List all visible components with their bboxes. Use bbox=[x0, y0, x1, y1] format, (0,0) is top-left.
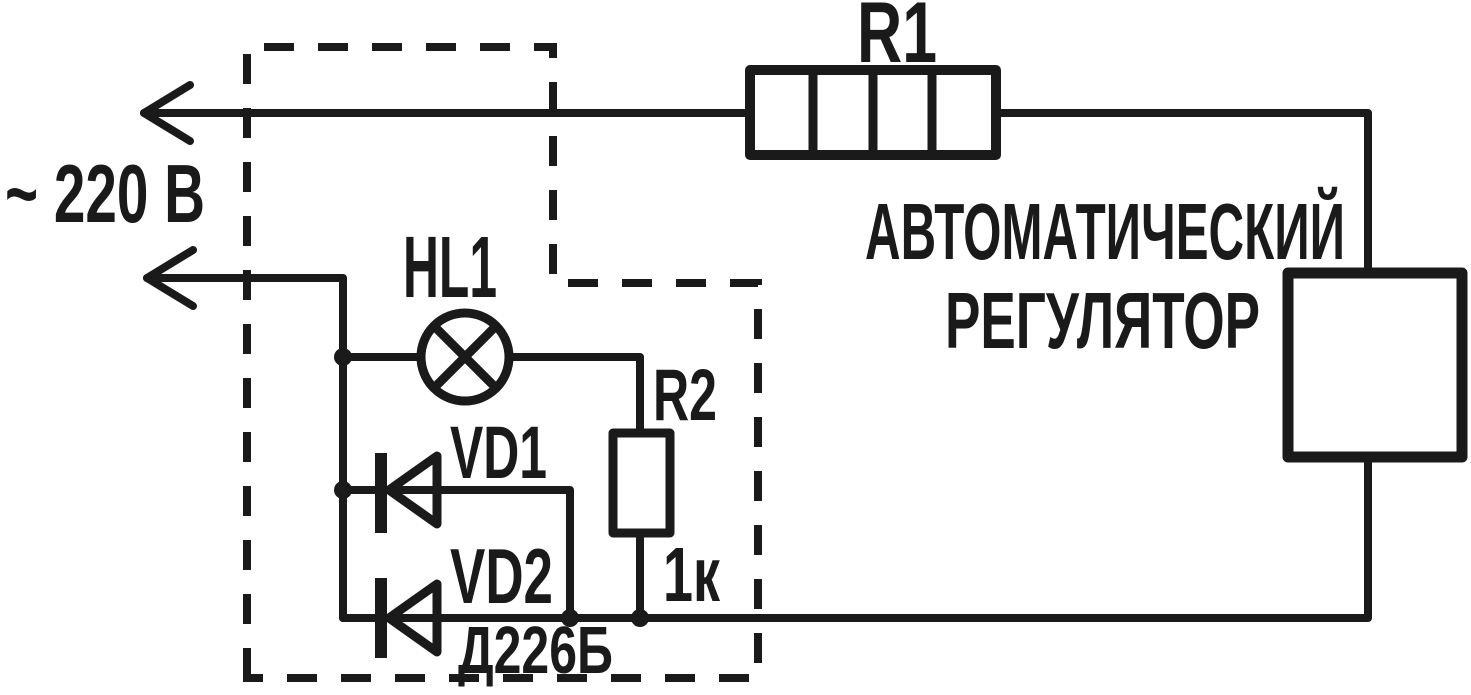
diode-type-label: Д226Б bbox=[458, 613, 613, 688]
diode-vd1-triangle bbox=[384, 451, 442, 529]
wire-left-branch bbox=[143, 274, 347, 622]
diode-vd2-label: VD2 bbox=[450, 532, 553, 620]
diode-vd2-triangle bbox=[384, 579, 442, 657]
diode-vd1-symbol bbox=[375, 451, 442, 533]
resistor-r2-value-label: 1к bbox=[663, 532, 720, 618]
resistor-r1-symbol bbox=[745, 65, 1001, 160]
junction-dot bbox=[334, 348, 352, 366]
junction-dot bbox=[561, 609, 579, 627]
wire-vd1-branch bbox=[339, 486, 574, 622]
wire-top-right bbox=[992, 109, 1372, 277]
regulator-name-line2: РЕГУЛЯТОР bbox=[945, 276, 1260, 365]
junction-dot bbox=[631, 609, 649, 627]
resistor-r2-body bbox=[608, 428, 675, 538]
wire-bottom bbox=[339, 453, 1372, 622]
resistor-r1-label: R1 bbox=[857, 0, 937, 81]
supply-voltage-label: ~ 220 В bbox=[5, 147, 205, 240]
lamp-hl1-label: HL1 bbox=[403, 219, 497, 316]
diode-vd1-label: VD1 bbox=[450, 411, 547, 494]
regulator-box bbox=[1282, 267, 1468, 463]
regulator-name-line1: АВТОМАТИЧЕСКИЙ bbox=[865, 186, 1345, 276]
junction-dot bbox=[334, 481, 352, 499]
diode-vd1-cathode-bar bbox=[375, 453, 387, 533]
wire-lamp-to-r2 bbox=[505, 353, 644, 437]
resistor-r2-label: R2 bbox=[653, 355, 717, 436]
lamp-hl1-cross-2 bbox=[429, 321, 501, 393]
diode-vd2-cathode-bar bbox=[375, 578, 387, 658]
diode-vd2-symbol bbox=[375, 578, 442, 658]
lamp-hl1-symbol bbox=[416, 308, 514, 406]
